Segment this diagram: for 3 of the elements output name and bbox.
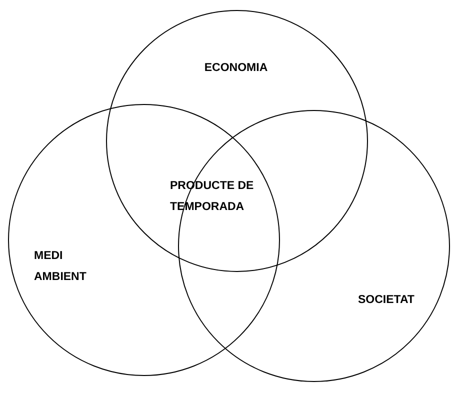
circle-label: ECONOMIA xyxy=(203,61,269,76)
circle-label: MEDI AMBIENT xyxy=(34,249,88,285)
circle-label: SOCIETAT xyxy=(358,293,416,308)
